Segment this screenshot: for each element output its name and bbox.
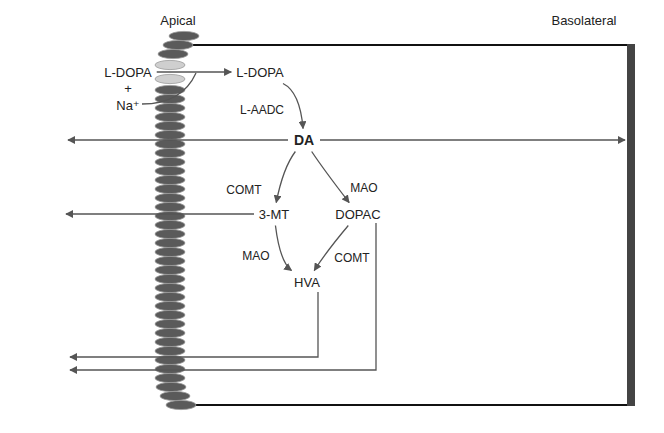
enzyme-label: MAO [241, 249, 270, 263]
membrane-label: Apical [160, 13, 195, 28]
ion-label: Na⁺ [116, 98, 139, 113]
metabolite-node: DA [292, 132, 316, 149]
enzyme-label: L-AADC [239, 103, 285, 117]
reaction-arrow [276, 152, 295, 203]
reaction-arrow [312, 152, 349, 203]
metabolite-name: L-DOPA [104, 65, 151, 80]
basolateral-membrane [627, 44, 635, 406]
metabolite-node: L-DOPA [102, 64, 153, 81]
enzyme-label: COMT [333, 251, 370, 265]
metabolite-node: L-DOPA [234, 64, 285, 81]
metabolite-name: L-DOPA [236, 65, 283, 80]
metabolite-name: DA [294, 132, 314, 148]
efflux-arrows [66, 73, 625, 370]
membrane-label: Basolateral [551, 13, 616, 28]
metabolite-node: HVA [292, 274, 322, 291]
enzyme-label: MAO [349, 181, 378, 195]
metabolite-name: DOPAC [335, 207, 380, 222]
metabolite-name: 3-MT [259, 207, 289, 222]
metabolite-name: HVA [294, 275, 320, 290]
metabolite-node: 3-MT [257, 206, 291, 223]
reaction-arrow [157, 71, 232, 72]
metabolite-node: DOPAC [333, 206, 382, 223]
cell-outline [186, 44, 635, 406]
ion-label: + [124, 81, 132, 96]
reaction-arrow [275, 226, 291, 271]
reaction-arrow [283, 84, 303, 129]
apical-membrane [155, 31, 199, 409]
enzyme-label: COMT [225, 183, 262, 197]
